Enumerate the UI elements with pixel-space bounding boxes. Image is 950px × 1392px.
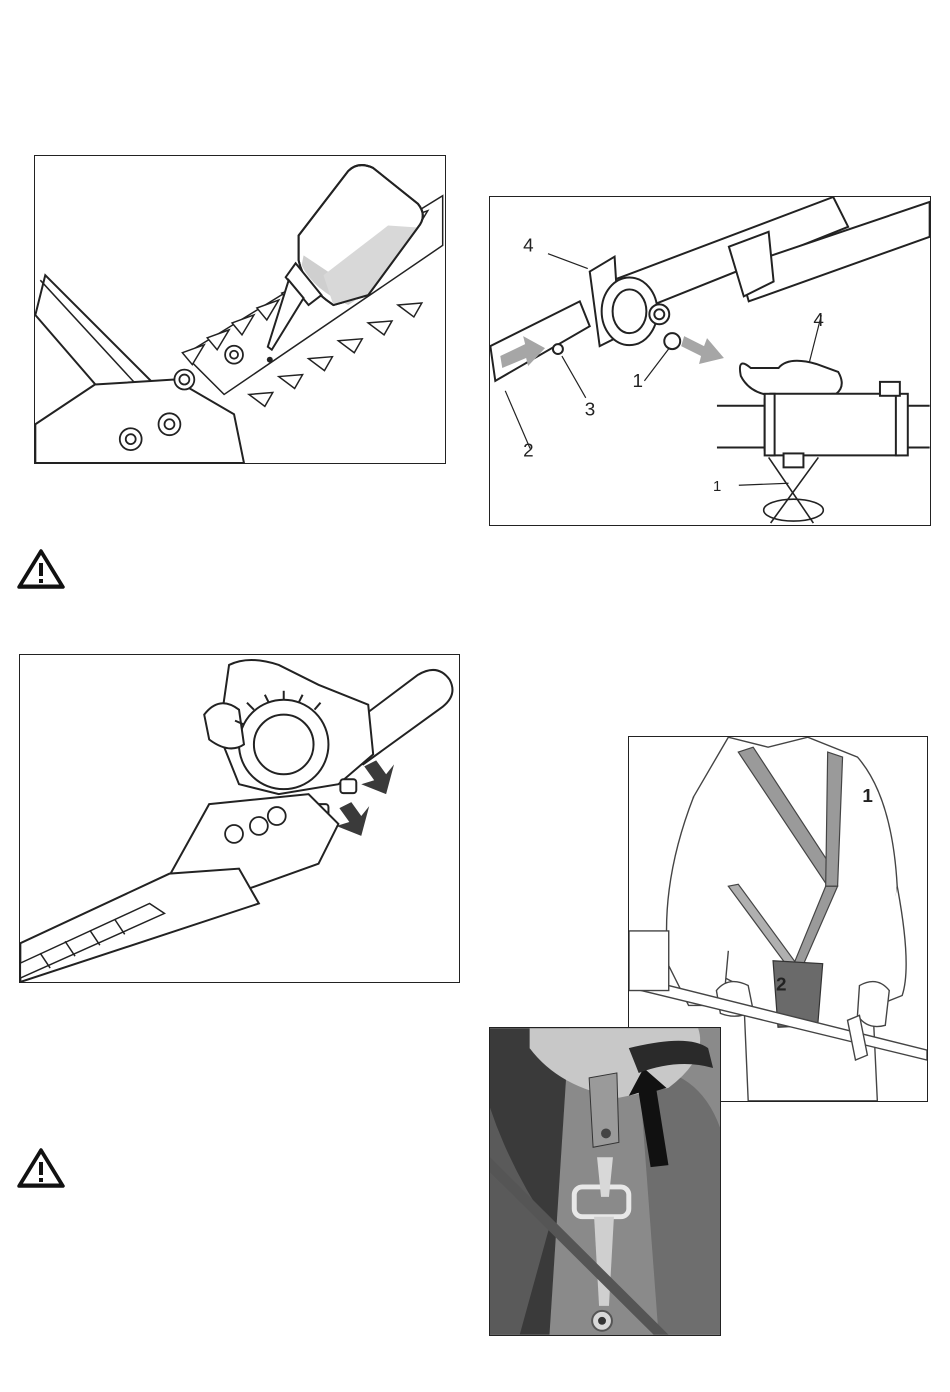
- oil-blade-illustration: [35, 156, 445, 463]
- shaft-coupling-illustration: 4 2 3 1 4 1: [490, 197, 930, 525]
- callout-harness-2: 2: [776, 974, 787, 995]
- warning-triangle-icon: [17, 1147, 65, 1189]
- callout-4: 4: [523, 236, 534, 257]
- callout-harness-1: 1: [862, 785, 873, 806]
- grease-gearbox-illustration: [20, 655, 459, 982]
- harness-photo-illustration: [490, 1028, 720, 1335]
- figure-harness-photo: [489, 1027, 721, 1336]
- callout-4-detail: 4: [813, 310, 824, 331]
- figure-oil-blade: [34, 155, 446, 464]
- callout-2: 2: [523, 440, 534, 461]
- warning-triangle-icon: [17, 548, 65, 590]
- figure-shaft-coupling: 4 2 3 1 4 1: [489, 196, 931, 526]
- callout-1-detail: 1: [713, 479, 721, 495]
- callout-3: 3: [585, 400, 596, 421]
- figure-grease-gearbox: [19, 654, 460, 983]
- callout-1: 1: [632, 371, 643, 392]
